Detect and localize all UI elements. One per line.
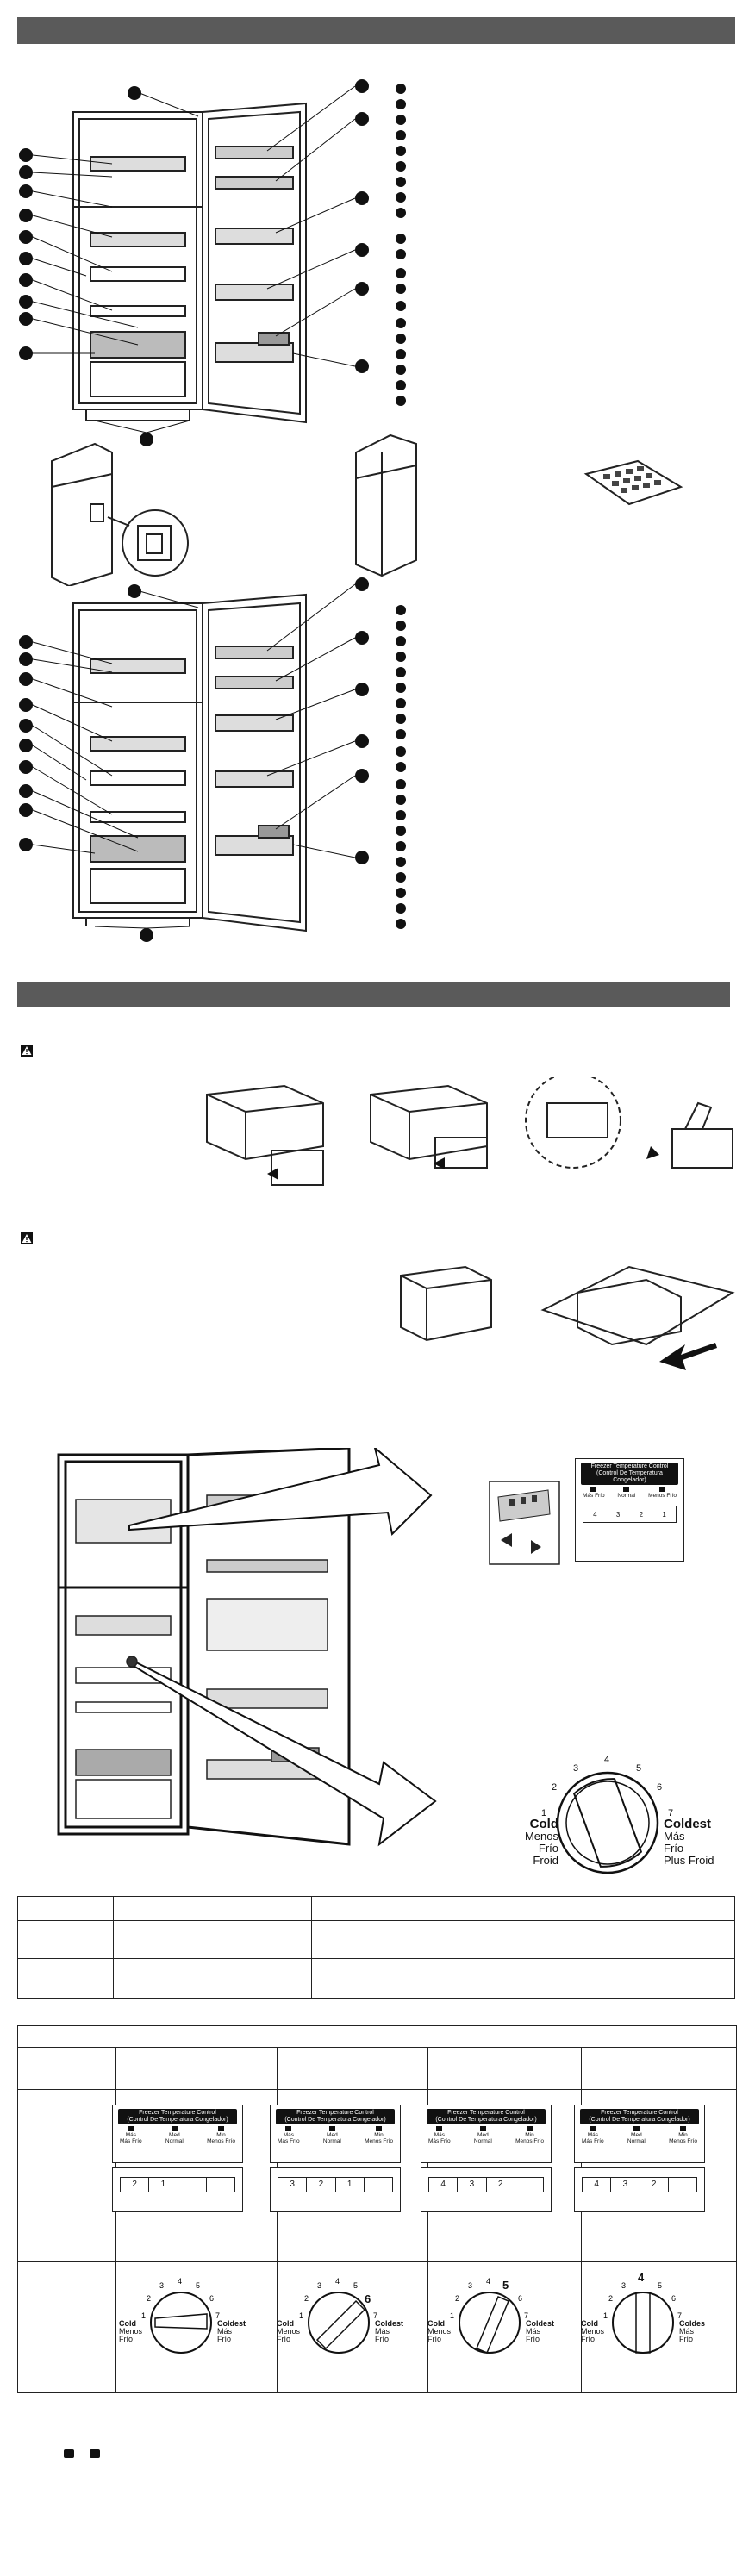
svg-text:4: 4: [486, 2277, 490, 2286]
setting-panel-2: Freezer Temperature Control(Control De T…: [270, 2105, 401, 2163]
colder-button[interactable]: Más Frío: [583, 1487, 605, 1499]
svg-text:1: 1: [141, 2311, 146, 2320]
section-header-bar-2: [17, 982, 730, 1007]
svg-text:1: 1: [450, 2311, 454, 2320]
svg-text:7: 7: [524, 2311, 528, 2320]
refrigerator-diagram-2: [19, 577, 369, 942]
svg-text:6: 6: [518, 2294, 522, 2303]
svg-text:3: 3: [468, 2281, 472, 2290]
setting-panel-4: Freezer Temperature Control(Control De T…: [574, 2105, 705, 2163]
freezer-control-location-diagram: [57, 1448, 437, 1847]
svg-text:6: 6: [671, 2294, 676, 2303]
ice-bin-removal-illustration: [400, 1265, 735, 1370]
panel-title: Freezer Temperature Control (Control De …: [581, 1463, 678, 1485]
panel-button-row: Más Frío Normal Menos Frío: [583, 1487, 677, 1499]
svg-text:3: 3: [159, 2281, 164, 2290]
normal-button[interactable]: Normal: [617, 1487, 635, 1499]
setting-panel-1: Freezer Temperature Control(Control De T…: [112, 2105, 243, 2163]
svg-text:2: 2: [304, 2294, 309, 2303]
large-temperature-dial[interactable]: 1 2 3 4 5 6 7 Cold Menos Frío Froid Cold…: [491, 1732, 724, 1883]
coldest-label: Coldest Más Frío Plus Froid: [664, 1817, 714, 1867]
svg-text:6: 6: [209, 2294, 214, 2303]
ice-maker-steps-illustration: [206, 1077, 733, 1186]
setting-panel-3: Freezer Temperature Control(Control De T…: [421, 2105, 552, 2163]
warning-icon: [21, 1045, 33, 1057]
legend-bullets-1: [396, 84, 406, 406]
info-table: [17, 1896, 735, 1999]
svg-text:4: 4: [335, 2277, 340, 2286]
svg-text:7: 7: [677, 2311, 682, 2320]
button-icon: [64, 2449, 74, 2458]
svg-text:2: 2: [608, 2294, 613, 2303]
refrigerator-diagram-1: [19, 79, 369, 446]
section-header-bar-1: [17, 17, 735, 44]
svg-text:5: 5: [196, 2281, 200, 2290]
settings-table: [17, 2025, 737, 2393]
svg-text:7: 7: [215, 2311, 220, 2320]
second-fridge-illustration: [355, 433, 417, 577]
svg-text:2: 2: [147, 2294, 151, 2303]
warning-icon: [21, 1232, 33, 1244]
svg-text:1: 1: [299, 2311, 303, 2320]
legend-bullets-2: [396, 605, 406, 929]
less-cold-button[interactable]: Menos Frío: [648, 1487, 677, 1499]
button-icon: [90, 2449, 100, 2458]
svg-text:3: 3: [621, 2281, 626, 2290]
svg-text:3: 3: [317, 2281, 321, 2290]
svg-text:5: 5: [658, 2281, 662, 2290]
cold-label: Cold Menos Frío Froid: [524, 1817, 558, 1867]
svg-text:2: 2: [455, 2294, 459, 2303]
freezer-control-panel-large: Freezer Temperature Control (Control De …: [575, 1458, 684, 1562]
dispenser-fridge-illustration: [51, 442, 189, 586]
svg-text:1: 1: [603, 2311, 608, 2320]
svg-text:7: 7: [373, 2311, 378, 2320]
control-slide-illustration: [489, 1481, 560, 1565]
svg-text:5: 5: [353, 2281, 358, 2290]
svg-text:4: 4: [178, 2277, 182, 2286]
ice-tray-remote-illustration: [583, 459, 683, 506]
